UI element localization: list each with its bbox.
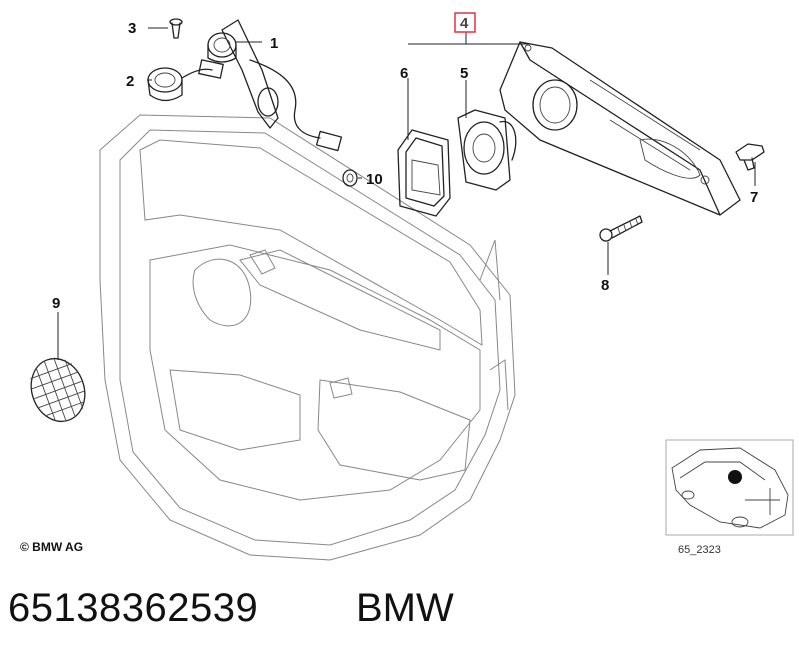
door-trim-panel xyxy=(99,114,516,561)
screw-long xyxy=(599,215,643,242)
loudspeaker xyxy=(457,109,517,191)
leader-lines xyxy=(57,27,756,360)
callout-7: 7 xyxy=(750,189,758,206)
tweeter-speaker xyxy=(147,59,224,102)
callout-3: 3 xyxy=(128,20,136,37)
part-number: 65138362539 xyxy=(8,586,259,630)
location-marker-dot xyxy=(728,470,742,484)
car-location-inset xyxy=(665,439,794,536)
callout-8: 8 xyxy=(601,277,609,294)
callout-10: 10 xyxy=(366,171,383,188)
fastener-clip xyxy=(735,143,765,171)
speaker-grille xyxy=(30,357,86,423)
copyright-notice: © BMW AG xyxy=(20,540,84,554)
callout-9: 9 xyxy=(52,295,60,312)
callout-4-highlight-box xyxy=(454,12,476,33)
screw-small xyxy=(169,18,183,39)
callout-2: 2 xyxy=(126,73,134,90)
tweeter-bracket xyxy=(207,19,343,152)
diagram-reference-code: 65_2323 xyxy=(678,544,721,556)
speaker-ring xyxy=(397,129,451,217)
brand-name: BMW xyxy=(356,586,454,630)
callout-numbers: 3 2 1 10 6 5 4 7 8 9 xyxy=(52,12,758,312)
clip-nut xyxy=(342,169,358,187)
callout-4: 4 xyxy=(460,15,469,32)
callout-1: 1 xyxy=(270,35,278,52)
speaker-housing xyxy=(499,41,741,216)
callout-6: 6 xyxy=(400,65,408,82)
callout-5: 5 xyxy=(460,65,468,82)
